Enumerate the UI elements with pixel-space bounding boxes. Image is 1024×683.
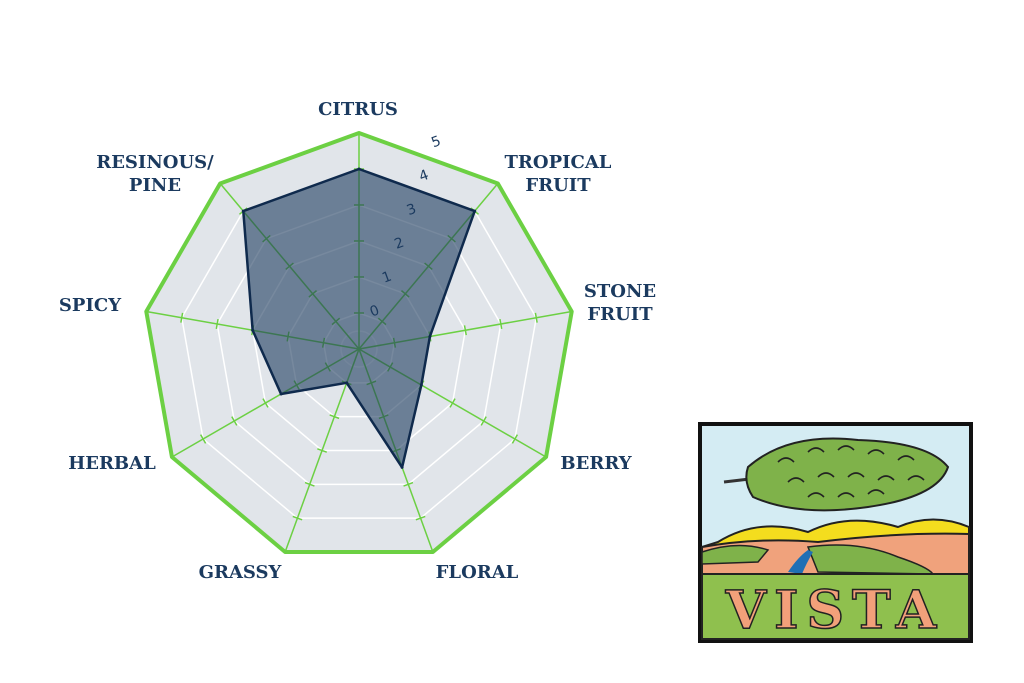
category-label: RESINOUS/PINE <box>96 152 214 196</box>
axis-tick <box>403 481 414 487</box>
data-point-4 <box>400 465 404 469</box>
axis-tick <box>534 312 538 323</box>
r-tick-label: 5 <box>429 133 443 151</box>
badge-text: VISTA <box>725 580 944 641</box>
category-label-line: STONE <box>584 281 656 302</box>
category-label-line: RESINOUS/ <box>96 152 214 173</box>
data-point-1 <box>473 209 477 213</box>
axis-tick <box>292 515 303 521</box>
axis-tick <box>304 481 315 487</box>
category-label-line: GRASSY <box>199 562 283 583</box>
axis-tick <box>511 434 519 444</box>
axis-tick <box>231 416 238 426</box>
axis-tick <box>262 398 269 408</box>
grid-ring-3 <box>216 204 502 486</box>
category-label: CITRUS <box>318 99 398 120</box>
axis-tick <box>317 448 328 453</box>
category-label: SPICY <box>59 295 122 316</box>
axis-tick <box>415 515 426 521</box>
category-label: BERRY <box>560 453 632 474</box>
category-label-line: PINE <box>129 175 181 196</box>
hop-cone-icon <box>723 437 950 512</box>
category-label-line: CITRUS <box>318 99 398 120</box>
category-label-line: FRUIT <box>525 175 591 196</box>
grid-ring-4 <box>180 168 538 519</box>
axis-tick <box>449 398 456 408</box>
category-label: FLORAL <box>436 562 519 583</box>
axis-tick <box>499 318 503 330</box>
category-label-line: FLORAL <box>436 562 519 583</box>
category-label-line: TROPICAL <box>505 152 612 173</box>
vista-hop-badge: VISTA <box>698 422 973 643</box>
data-point-0 <box>357 167 361 171</box>
axis-tick <box>463 325 467 336</box>
axis-tick <box>180 312 184 323</box>
data-point-7 <box>251 328 255 332</box>
data-point-5 <box>345 381 349 385</box>
data-point-6 <box>279 392 283 396</box>
data-point-2 <box>428 334 432 338</box>
category-label: HERBAL <box>68 453 156 474</box>
category-label-line: FRUIT <box>587 304 653 325</box>
data-point-8 <box>241 209 245 213</box>
hills-landscape <box>701 518 970 640</box>
data-point-3 <box>419 383 423 387</box>
axis-tick <box>329 414 340 420</box>
axis-tick <box>215 318 219 330</box>
category-label-line: SPICY <box>59 295 122 316</box>
radar-outer-ring <box>144 131 574 554</box>
category-label: GRASSY <box>199 562 283 583</box>
axis-tick <box>199 434 207 444</box>
category-label-line: HERBAL <box>68 453 156 474</box>
category-label-line: BERRY <box>560 453 632 474</box>
data-series-polygon <box>242 167 476 469</box>
axis-tick <box>480 416 487 426</box>
